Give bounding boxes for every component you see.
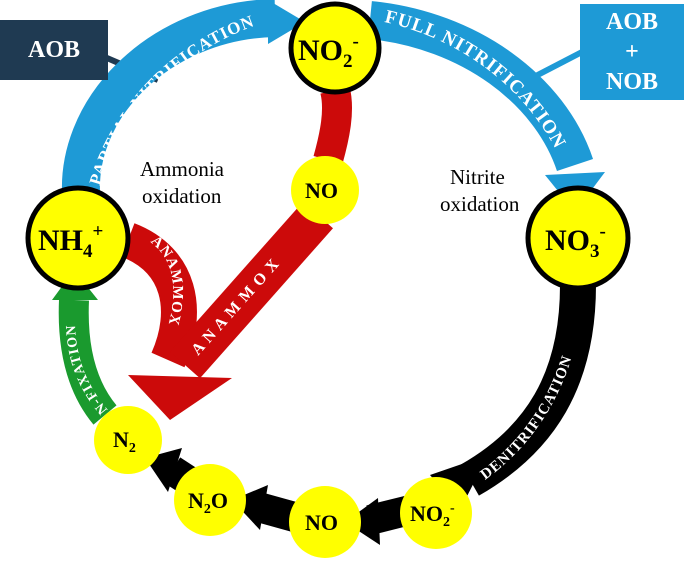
partial-nitrification-arrow-body bbox=[61, 0, 276, 208]
node-n2: N2 bbox=[94, 406, 162, 474]
node-no-bottom: NO bbox=[289, 486, 361, 558]
anammox-diagonal-label: A N A M M O X bbox=[188, 255, 283, 358]
partial-nitrification-arrowhead bbox=[268, 0, 305, 44]
no2-to-no-red-link bbox=[313, 86, 352, 165]
node-no2-bottom: NO2- bbox=[400, 477, 472, 549]
ammonia-oxidation-label-line2: oxidation bbox=[142, 184, 222, 208]
nitrite-oxidation-label-line2: oxidation bbox=[440, 192, 520, 216]
svg-text:N2O: N2O bbox=[188, 488, 228, 517]
node-no2-top: NO2- bbox=[288, 1, 382, 95]
node-n2o: N2O bbox=[174, 464, 246, 536]
anammox-vertical-arrow-body bbox=[120, 223, 197, 368]
node-nh4: NH4+ bbox=[25, 185, 131, 291]
no2-to-no-arrowhead bbox=[345, 498, 380, 545]
aob-nob-box-line2: + bbox=[625, 39, 639, 65]
aob-box: AOB bbox=[0, 20, 108, 80]
svg-text:NO: NO bbox=[305, 178, 338, 203]
anammox-diagonal-arrow-body bbox=[170, 201, 333, 379]
nitrite-oxidation-label-line1: Nitrite bbox=[450, 165, 505, 189]
svg-text:NH4+: NH4+ bbox=[38, 221, 103, 262]
svg-text:NO2-: NO2- bbox=[298, 31, 359, 72]
svg-text:N2: N2 bbox=[113, 427, 136, 456]
denitrification-arrow-body bbox=[460, 284, 596, 496]
anammox-arrowhead bbox=[128, 375, 232, 420]
svg-text:NO2-: NO2- bbox=[410, 501, 455, 530]
aob-nob-box: AOB + NOB bbox=[580, 4, 684, 100]
ammonia-oxidation-label-line1: Ammonia bbox=[140, 157, 225, 181]
svg-text:NO3-: NO3- bbox=[545, 221, 606, 262]
aob-box-label: AOB bbox=[27, 36, 80, 63]
full-nitrification-arrow-body bbox=[367, 1, 594, 172]
n-fixation-arrow-body bbox=[58, 299, 117, 425]
node-no3: NO3- bbox=[525, 185, 631, 291]
aob-nob-box-line3: NOB bbox=[605, 69, 658, 95]
node-no-mid: NO bbox=[291, 156, 359, 224]
aob-nob-box-line1: AOB bbox=[605, 9, 658, 35]
denitrification-arrowhead bbox=[430, 455, 488, 510]
svg-text:NO: NO bbox=[305, 510, 338, 535]
